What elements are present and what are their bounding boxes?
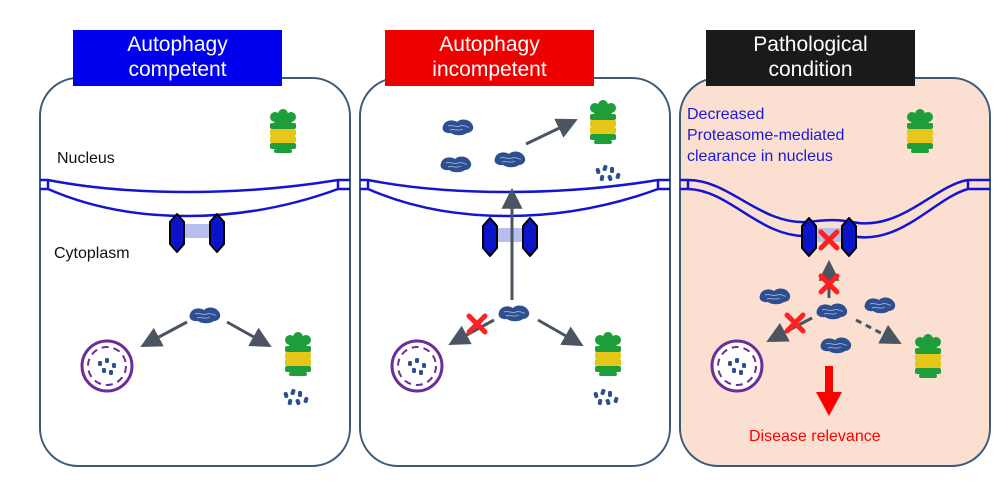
disease-relevance-label: Disease relevance <box>749 428 881 445</box>
proteasome-icon <box>590 100 616 144</box>
panel-incompetent <box>359 77 671 467</box>
arrow-to-proteasome <box>226 320 272 348</box>
proteasome-icon <box>915 334 941 378</box>
header-autophagy-incompetent: Autophagy incompetent <box>385 30 594 86</box>
note-line-1: Decreased <box>687 106 765 123</box>
header-pathological-condition: Pathological condition <box>706 30 915 86</box>
header-line-1: Pathological <box>753 33 868 56</box>
lysosome-icon <box>80 339 134 393</box>
cell-outline <box>39 77 351 467</box>
note-line-3: clearance in nucleus <box>687 148 833 165</box>
panel-competent <box>39 77 351 467</box>
header-line-2: condition <box>768 58 853 81</box>
nucleus-label: Nucleus <box>57 150 115 167</box>
proteasome-icon <box>907 109 933 153</box>
nuclear-envelope <box>40 178 350 218</box>
arrow-to-lysosome <box>140 320 188 347</box>
panel-pathological <box>679 77 991 467</box>
proteasome-icon <box>595 332 621 376</box>
lysosome-icon <box>390 339 444 393</box>
proteasome-icon <box>270 109 296 153</box>
proteasome-icon <box>285 332 311 376</box>
lysosome-icon <box>710 339 764 393</box>
header-autophagy-competent: Autophagy competent <box>73 30 282 86</box>
header-line-2: competent <box>128 58 227 81</box>
note-line-2: Proteasome-mediated <box>687 127 845 144</box>
header-line-1: Autophagy <box>127 33 228 56</box>
reduced-arrow-to-proteasome <box>855 318 902 344</box>
cell-outline <box>359 77 671 467</box>
arrow-nucleus-to-proteasome <box>525 118 578 146</box>
header-line-2: incompetent <box>432 58 547 81</box>
decreased-clearance-note: Decreased Proteasome-mediated clearance … <box>687 104 844 167</box>
disease-arrow <box>816 366 842 416</box>
header-line-1: Autophagy <box>439 33 540 56</box>
cytoplasm-label: Cytoplasm <box>54 245 130 262</box>
arrow-to-proteasome <box>537 318 584 347</box>
